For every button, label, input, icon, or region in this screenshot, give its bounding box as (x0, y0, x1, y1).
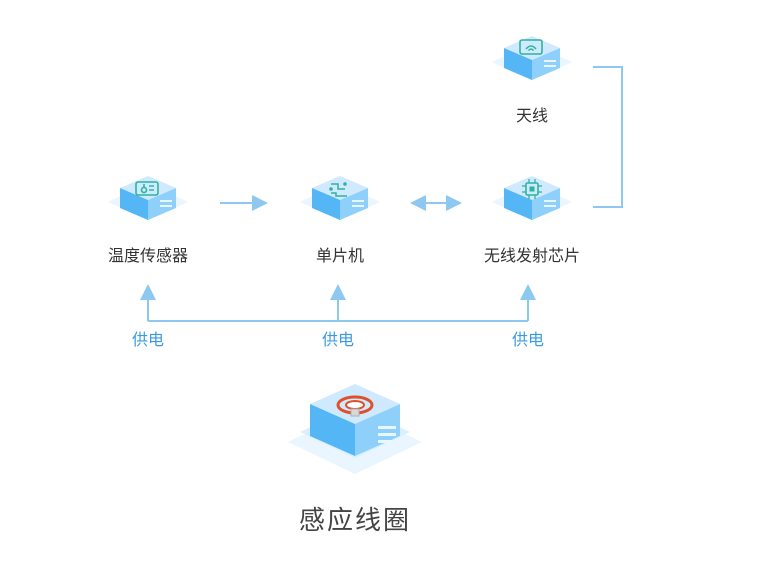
antenna-label: 天线 (515, 106, 549, 125)
chip-icon (522, 179, 542, 199)
mcu-node (280, 158, 400, 268)
thermometer-icon (135, 181, 159, 196)
induction-coil-label: 感应线圈 (298, 506, 412, 536)
rf-chip-label: 无线发射芯片 (483, 246, 581, 265)
induction-coil-node (270, 370, 440, 490)
sensor-node (88, 158, 208, 268)
power-label-rf: 供电 (511, 330, 545, 349)
line-rf-to-antenna (593, 66, 623, 208)
mcu-label: 单片机 (315, 246, 365, 265)
power-label-sensor: 供电 (131, 330, 165, 349)
rf-chip-node (472, 158, 592, 268)
coil-icon (336, 395, 374, 417)
circuit-icon (329, 182, 347, 197)
sensor-label: 温度传感器 (107, 246, 189, 265)
antenna-node (472, 18, 592, 128)
wifi-icon (519, 39, 543, 55)
power-label-mcu: 供电 (321, 330, 355, 349)
